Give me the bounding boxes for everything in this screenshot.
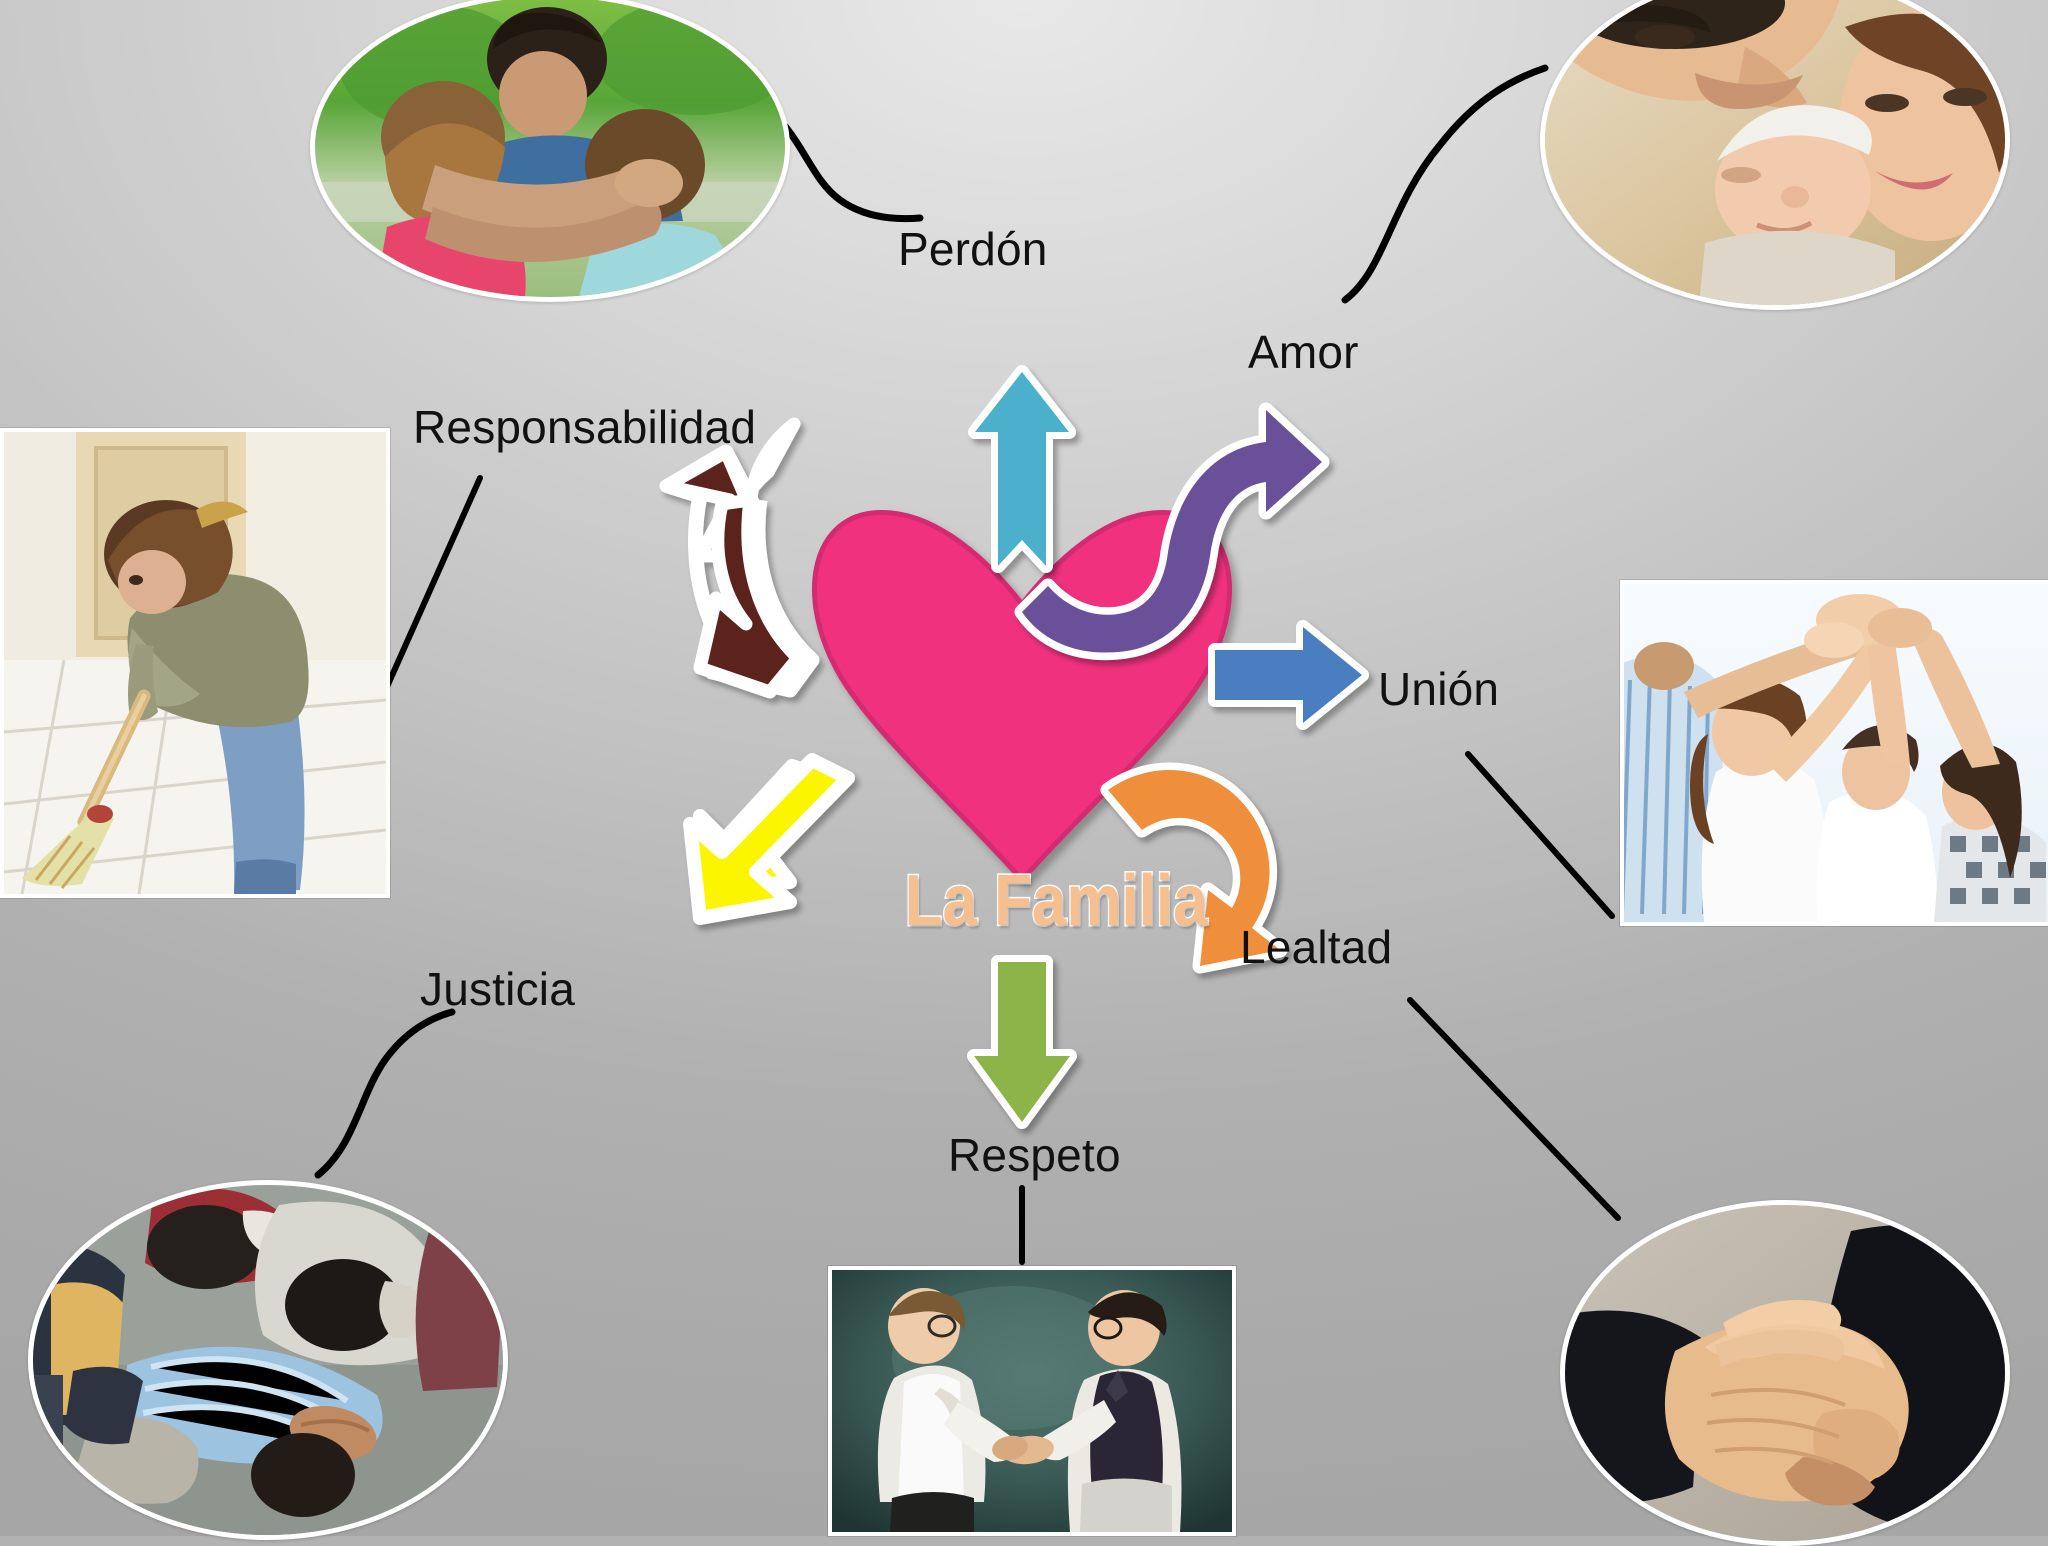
children-drill-floor-photo: [28, 1180, 508, 1540]
label-perdon: Perdón: [898, 223, 1048, 275]
family-high-five-photo: [1620, 580, 2048, 926]
parents-with-newborn-photo: [1540, 0, 2010, 310]
label-responsabilidad: Responsabilidad: [413, 401, 757, 453]
connector-union: [1465, 751, 1615, 919]
father-hugging-children-photo: [310, 0, 790, 302]
connector-responsabilidad: [379, 475, 483, 701]
arrow-justicia-chevron-down-left: [683, 753, 855, 925]
arrow-respeto-down: [967, 955, 1077, 1129]
label-amor: Amor: [1248, 326, 1359, 378]
label-lealtad: Lealtad: [1240, 921, 1393, 973]
arrow-amor-curved-up-right: [1014, 402, 1330, 661]
label-union: Unión: [1378, 663, 1500, 715]
arrow-responsabilidad-curved-up-left: [659, 417, 820, 699]
label-respeto: Respeto: [948, 1129, 1121, 1181]
connector-lealtad: [1407, 997, 1621, 1221]
handshake-photo: [1560, 1200, 2010, 1546]
arrow-union-right: [1208, 620, 1369, 730]
girl-sweeping-photo: [0, 428, 390, 898]
center-title: La Familia: [903, 860, 1208, 943]
arrow-perdon-up: [968, 365, 1076, 573]
label-justicia: Justicia: [420, 963, 575, 1015]
heart-shape: [812, 509, 1232, 884]
connector-amor: [1341, 64, 1549, 304]
connector-justicia: [314, 1008, 456, 1179]
boys-shaking-hands-photo: [828, 1266, 1236, 1536]
